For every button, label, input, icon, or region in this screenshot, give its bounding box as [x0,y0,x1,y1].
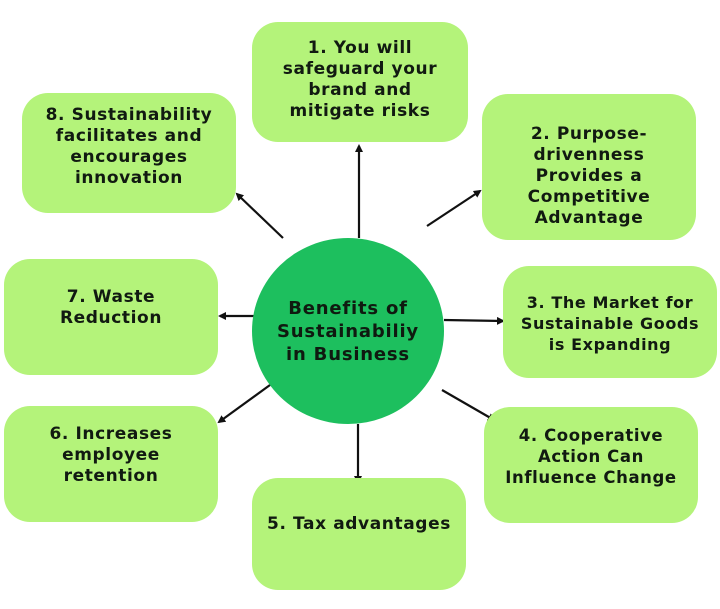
benefit-node-4: 4. Cooperative Action Can Influence Chan… [484,407,698,523]
benefit-node-6-label: 6. Increases employee retention [49,424,173,486]
benefit-node-7: 7. Waste Reduction [4,259,218,375]
center-topic-label: Benefits of Sustainabiliy in Business [277,297,419,365]
benefit-node-8: 8. Sustainability facilitates and encour… [22,93,236,213]
benefit-node-7-label: 7. Waste Reduction [59,287,163,328]
arrow-to-node-6 [217,384,271,424]
benefit-node-1: 1. You will safeguard your brand and mit… [252,22,468,142]
center-topic-circle: Benefits of Sustainabiliy in Business [252,238,444,424]
benefit-node-5-label: 5. Tax advantages [267,514,451,534]
benefit-node-3-label: 3. The Market for Sustainable Goods is E… [520,293,700,354]
benefit-node-6: 6. Increases employee retention [4,406,218,522]
benefit-node-5: 5. Tax advantages [252,478,466,590]
arrow-to-node-8 [235,192,284,239]
benefit-node-3: 3. The Market for Sustainable Goods is E… [503,266,717,378]
arrow-to-node-4 [441,389,496,421]
benefit-node-2: 2. Purpose- drivenness Provides a Compet… [482,94,696,240]
benefit-node-8-label: 8. Sustainability facilitates and encour… [45,105,213,188]
arrow-to-node-3 [443,316,505,325]
benefit-node-4-label: 4. Cooperative Action Can Influence Chan… [505,426,677,487]
benefit-node-1-label: 1. You will safeguard your brand and mit… [282,38,438,121]
arrow-to-node-2 [426,189,482,227]
benefit-node-2-label: 2. Purpose- drivenness Provides a Compet… [527,124,651,228]
